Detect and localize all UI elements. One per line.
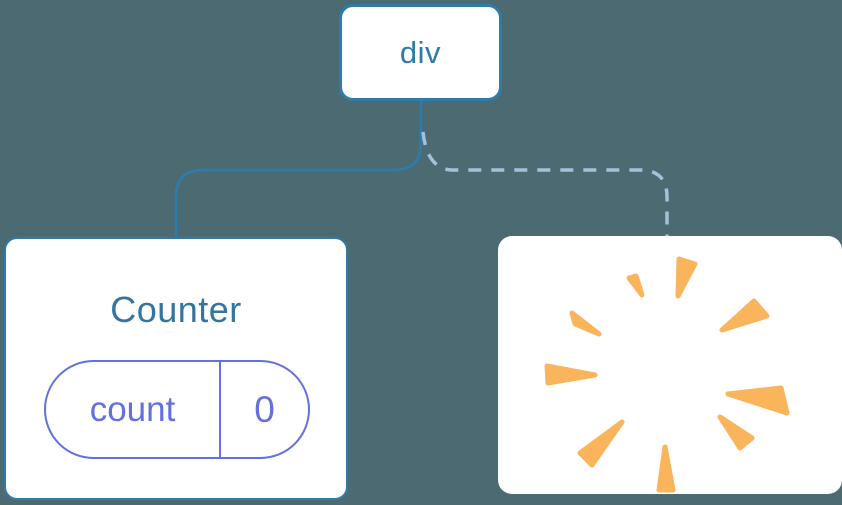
state-key-label: count xyxy=(89,389,176,429)
poof-ray xyxy=(725,385,790,416)
poof-ray xyxy=(717,414,755,451)
poof-ray xyxy=(719,298,770,333)
state-pill-divider xyxy=(219,362,221,457)
poof-ray xyxy=(569,310,602,337)
poof-ray xyxy=(577,419,625,468)
poof-ray xyxy=(544,363,598,386)
poof-ray xyxy=(675,256,698,299)
counter-component-label: Counter xyxy=(110,289,242,330)
tree-node-counter: Counter count 0 xyxy=(4,237,348,500)
solid-connector-line xyxy=(174,101,423,238)
state-pill: count 0 xyxy=(44,360,310,459)
tree-node-div: div xyxy=(339,4,502,101)
state-value-label: 0 xyxy=(254,388,275,430)
tree-node-removed xyxy=(498,236,842,494)
dashed-connector-line xyxy=(421,131,669,237)
poof-burst-icon xyxy=(544,256,790,493)
poof-ray xyxy=(626,273,645,298)
poof-ray xyxy=(656,444,676,493)
div-node-label: div xyxy=(399,34,442,70)
